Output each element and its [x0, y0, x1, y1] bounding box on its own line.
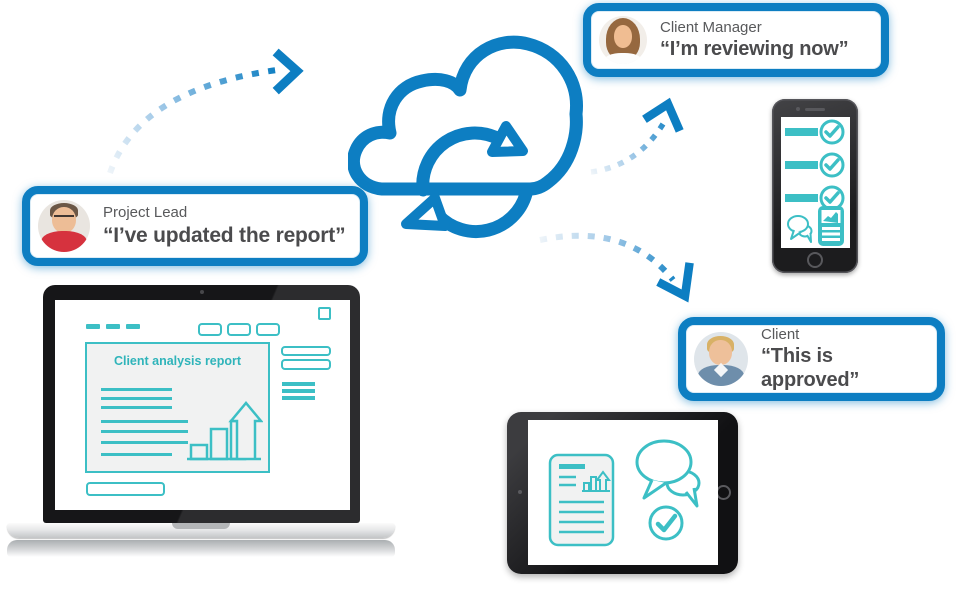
quote-text: “I’ve updated the report”	[103, 223, 346, 247]
avatar-glasses	[54, 215, 74, 222]
tablet-home-button	[716, 485, 731, 500]
avatar-shirt	[605, 53, 641, 64]
role-label: Client Manager	[660, 18, 762, 36]
report-title: Client analysis report	[113, 354, 242, 368]
tablet	[507, 412, 738, 574]
card-text: Client Manager “I’m reviewing now”	[660, 18, 849, 62]
chat-bubbles-icon	[635, 439, 701, 508]
report-doc-icon	[818, 206, 844, 246]
avatar-client-manager	[599, 16, 647, 64]
laptop-screen: Client analysis report	[55, 300, 350, 510]
avatar-client	[694, 332, 748, 386]
tablet-screen	[528, 420, 718, 565]
laptop-reflection	[7, 540, 395, 557]
checklist-icon	[785, 119, 845, 246]
sync-arrowhead-right	[487, 121, 528, 157]
tab-buttons	[198, 323, 280, 336]
sync-arrowhead-left	[401, 193, 450, 231]
quote-text: “I’m reviewing now”	[660, 38, 849, 61]
mini-growth-chart-icon	[582, 470, 611, 492]
avatar-face	[614, 25, 632, 48]
card-project-lead: Project Lead “I’ve updated the report”	[22, 186, 368, 266]
card-text: Project Lead “I’ve updated the report”	[103, 204, 346, 248]
growth-chart-icon	[187, 401, 263, 461]
arrow-to-client-manager	[590, 97, 684, 175]
report-panel: Client analysis report	[85, 342, 270, 473]
avatar-face	[52, 207, 76, 233]
laptop-notch	[172, 523, 230, 529]
phone-speaker	[805, 108, 825, 111]
document-icon	[548, 453, 615, 547]
avatar-face	[709, 340, 732, 365]
avatar-project-lead	[38, 200, 90, 252]
quote-text: “This is approved”	[761, 345, 860, 392]
phone	[772, 99, 858, 273]
avatar-shirt	[41, 231, 87, 252]
menu-dashes-icon	[86, 324, 140, 329]
laptop-bezel: Client analysis report	[43, 285, 360, 523]
role-label: Client	[761, 325, 800, 343]
role-label: Project Lead	[103, 204, 188, 222]
laptop-base	[7, 523, 395, 538]
window-control-icon	[318, 307, 331, 320]
phone-home-button	[807, 252, 823, 268]
webcam-dot	[199, 290, 204, 294]
card-text: Client “This is approved”	[761, 326, 923, 393]
card-client: Client “This is approved”	[678, 317, 945, 401]
arrow-to-cloud	[107, 48, 304, 174]
cloud-outline	[348, 35, 583, 196]
phone-screen	[781, 117, 850, 248]
arrow-to-client	[539, 232, 694, 303]
sync-arc-top	[416, 126, 506, 197]
footer-button	[86, 482, 165, 496]
chat-bubbles-icon	[787, 215, 813, 243]
cloud-sync-icon	[348, 35, 583, 239]
tablet-camera-dot	[518, 490, 522, 494]
sync-arc-bottom	[431, 187, 533, 239]
phone-camera-dot	[796, 107, 800, 111]
approved-check-icon	[648, 505, 684, 541]
card-client-manager: Client Manager “I’m reviewing now”	[583, 3, 889, 77]
